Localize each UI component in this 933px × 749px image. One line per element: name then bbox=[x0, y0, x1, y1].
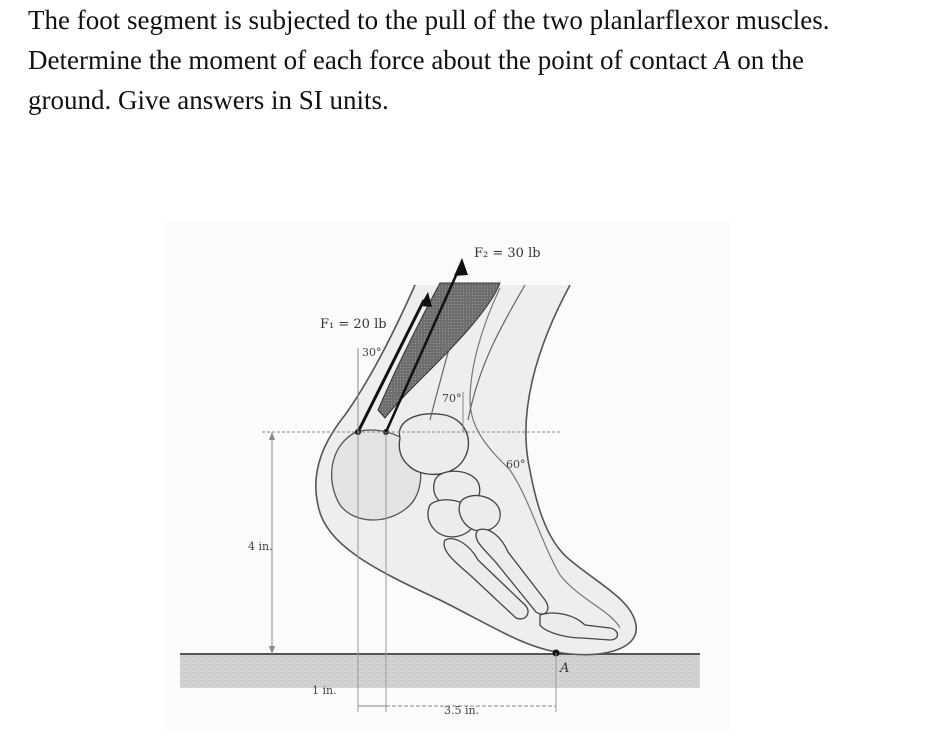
problem-line-3: ground. Give answers in SI units. bbox=[28, 85, 389, 115]
metatarsal-1 bbox=[443, 538, 529, 620]
angle-70-label: 70° bbox=[442, 392, 462, 405]
angle-30-label: 30° bbox=[362, 346, 382, 359]
force-f1-arrowhead bbox=[420, 292, 432, 307]
toe-bones bbox=[539, 612, 619, 641]
heel-bone bbox=[331, 429, 422, 521]
height-arrow-top bbox=[269, 432, 275, 440]
metatarsal-2 bbox=[475, 528, 549, 615]
height-arrow-bottom bbox=[269, 646, 275, 654]
force-f1-line bbox=[356, 299, 426, 433]
force-f2-label: F₂ = 30 lb bbox=[474, 246, 541, 261]
force-f1-label: F₁ = 20 lb bbox=[320, 317, 387, 332]
force-f2-line bbox=[384, 261, 464, 433]
problem-line-2: Determine the moment of each force about… bbox=[28, 40, 908, 80]
angle-60-label: 60° bbox=[506, 458, 526, 471]
point-a-label: A bbox=[559, 661, 569, 676]
point-a-reference: A bbox=[713, 45, 731, 75]
dim-1in-label: 1 in. bbox=[312, 684, 337, 697]
dim-3-5in-label: 3.5 in. bbox=[444, 704, 479, 717]
midfoot-bone-3 bbox=[458, 495, 501, 532]
problem-line-2-end: on the bbox=[730, 45, 804, 75]
problem-statement: The foot segment is subjected to the pul… bbox=[28, 0, 908, 120]
problem-line-1: The foot segment is subjected to the pul… bbox=[28, 5, 830, 35]
foot-skin-inner bbox=[469, 287, 621, 629]
force-f2-arrowhead bbox=[454, 258, 468, 276]
height-dimension-label: 4 in. bbox=[248, 540, 273, 553]
ground-surface bbox=[180, 654, 700, 688]
problem-line-2-start: Determine the moment of each force about… bbox=[28, 45, 714, 75]
fibula-outline bbox=[467, 284, 526, 421]
talus-bone bbox=[398, 413, 470, 476]
